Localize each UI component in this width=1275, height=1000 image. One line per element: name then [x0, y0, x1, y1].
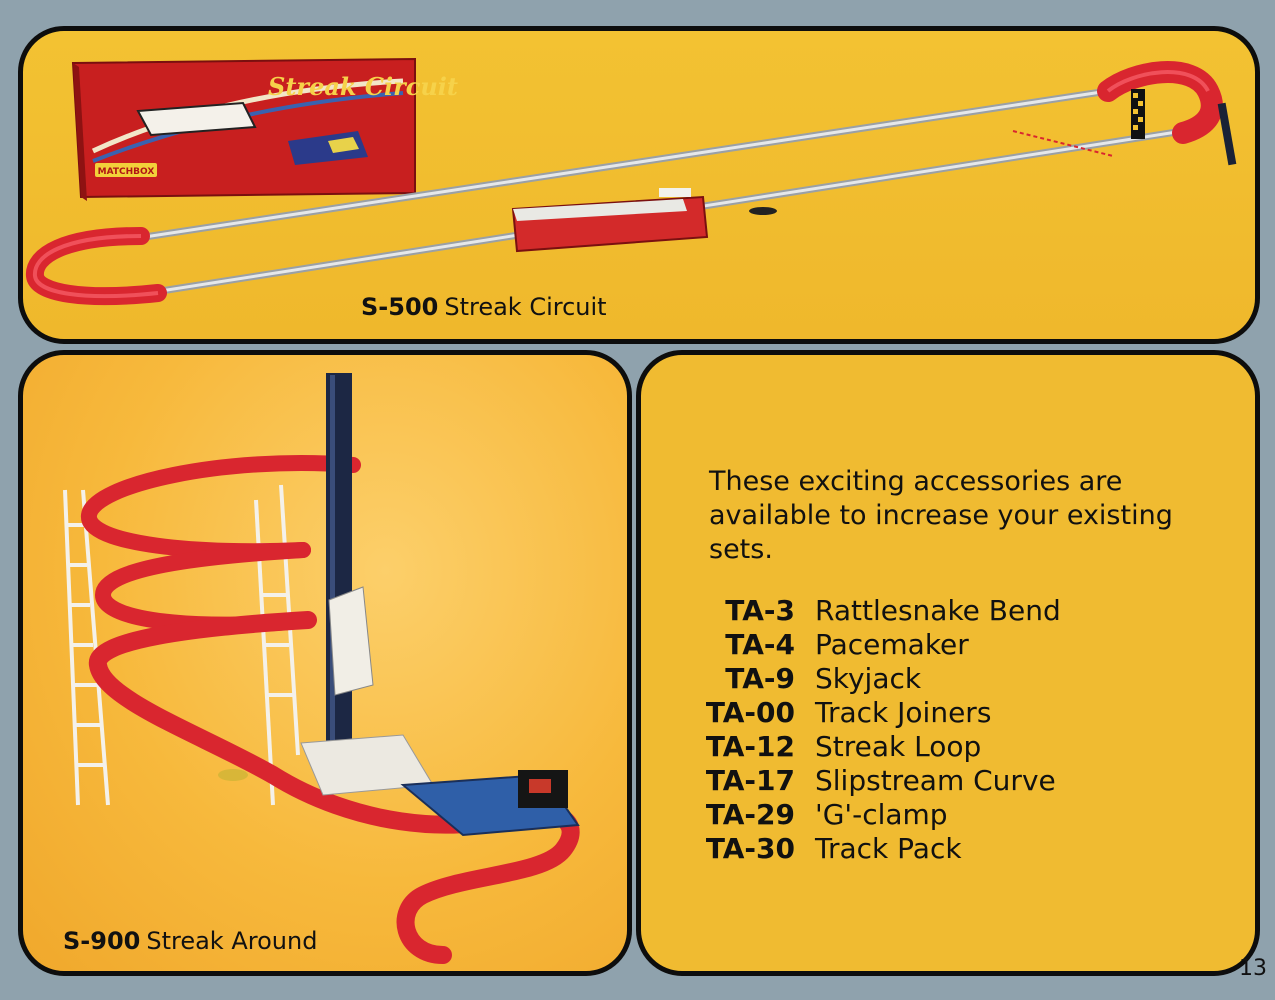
box-brand: MATCHBOX	[98, 167, 155, 177]
accessory-item: TA-30 Track Pack	[691, 831, 1061, 865]
accessory-code: TA-29	[705, 797, 795, 831]
elevator-tower	[300, 373, 434, 796]
product-name: Streak Circuit	[444, 293, 607, 321]
accessory-item: TA-3 Rattlesnake Bend	[691, 593, 1061, 627]
accessory-code: TA-9	[725, 661, 795, 695]
box-title: Streak Circuit	[268, 72, 458, 101]
accessory-item: TA-4 Pacemaker	[691, 627, 1061, 661]
page-number: 13	[1239, 956, 1267, 981]
accessory-code: TA-12	[705, 729, 795, 763]
toy-car	[749, 207, 777, 215]
accessory-name: Slipstream Curve	[815, 763, 1056, 797]
accessory-item: TA-00 Track Joiners	[691, 695, 1061, 729]
toy-car	[218, 769, 248, 781]
product-code: S-500	[361, 293, 439, 321]
checkered-flag-icon	[1131, 89, 1145, 139]
accessory-item: TA-9 Skyjack	[691, 661, 1061, 695]
streak-circuit-photo: Streak Circuit MATCHBOX	[26, 57, 1237, 306]
accessory-name: Pacemaker	[815, 627, 969, 661]
accessory-name: Streak Loop	[815, 729, 982, 763]
launcher-car	[400, 770, 580, 837]
accessory-code: TA-4	[725, 627, 795, 661]
accessory-code: TA-30	[705, 831, 795, 865]
accessory-name: Skyjack	[815, 661, 922, 695]
power-booster	[511, 188, 709, 253]
accessory-code: TA-3	[725, 593, 795, 627]
accessory-item: TA-29 'G'-clamp	[691, 797, 1061, 831]
accessories-intro: These exciting accessories are available…	[709, 466, 1173, 565]
streak-circuit-panel: Streak Circuit MATCHBOX	[18, 26, 1260, 344]
support-tower-left	[63, 489, 110, 806]
support-tower-right	[254, 484, 300, 806]
product-box: Streak Circuit MATCHBOX	[71, 57, 458, 201]
product-code: S-900	[63, 927, 141, 955]
product-name: Streak Around	[146, 927, 318, 955]
accessory-code: TA-00	[705, 695, 795, 729]
streak-around-photo	[63, 373, 580, 964]
accessory-code: TA-17	[705, 763, 795, 797]
accessory-item: TA-12 Streak Loop	[691, 729, 1061, 763]
accessories-panel: These exciting accessories are available…	[636, 350, 1260, 976]
accessory-item: TA-17 Slipstream Curve	[691, 763, 1061, 797]
accessory-name: Track Joiners	[815, 695, 992, 729]
accessory-name: Track Pack	[815, 831, 962, 865]
accessory-name: Rattlesnake Bend	[815, 593, 1061, 627]
accessory-name: 'G'-clamp	[815, 797, 948, 831]
